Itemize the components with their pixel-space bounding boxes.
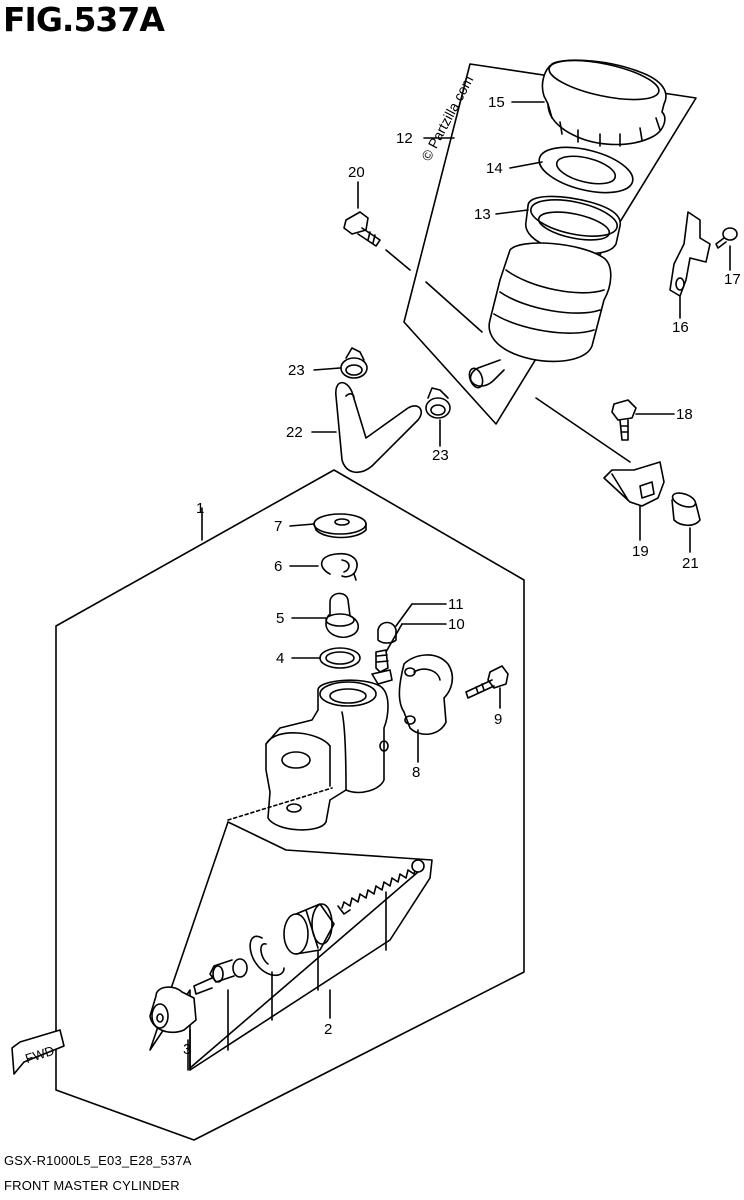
- callout-9: 9: [494, 711, 502, 728]
- callout-20: 20: [348, 164, 365, 181]
- reservoir-cap: [541, 59, 667, 147]
- callout-12: 12: [396, 130, 413, 147]
- hose-connector: [325, 592, 360, 639]
- callout-1: 1: [196, 500, 204, 517]
- callout-13: 13: [474, 206, 491, 223]
- callout-14: 14: [486, 160, 503, 177]
- callout-18: 18: [676, 406, 693, 423]
- callout-21: 21: [682, 555, 699, 572]
- figure-title: FIG.537A: [3, 0, 165, 39]
- piston-circlip: [249, 935, 285, 977]
- dust-boot: [149, 986, 197, 1034]
- callout-23-upper: 23: [288, 362, 305, 379]
- circlip-6: [320, 552, 358, 578]
- callout-7: 7: [274, 518, 282, 535]
- hose-clamp-lower: [425, 387, 451, 419]
- callout-6: 6: [274, 558, 282, 575]
- bleeder-valve: [371, 649, 393, 685]
- reservoir-bolt-20: [343, 211, 381, 247]
- callout-22: 22: [286, 424, 303, 441]
- reservoir-bracket: [669, 211, 711, 297]
- reservoir-stay-bracket: [603, 461, 665, 507]
- fwd-arrow-icon: [11, 1029, 65, 1075]
- model-code: GSX-R1000L5_E03_E28_537A: [4, 1153, 192, 1168]
- diaphragm: [525, 195, 621, 255]
- callout-4: 4: [276, 650, 284, 667]
- bleeder-cap: [377, 621, 397, 644]
- reservoir-body: [468, 242, 612, 389]
- bracket-screw: [715, 227, 738, 249]
- callout-16: 16: [672, 319, 689, 336]
- master-cylinder-group-outline: [55, 469, 525, 1141]
- hose-clamp-upper: [340, 347, 368, 379]
- callout-17: 17: [724, 271, 741, 288]
- handlebar-holder: [398, 654, 454, 735]
- diaphragm-plate: [538, 146, 634, 194]
- bracket-bolt-18: [611, 399, 637, 441]
- grommet: [671, 492, 701, 527]
- piston-cup: [283, 903, 335, 955]
- callout-10: 10: [448, 616, 465, 633]
- callout-5: 5: [276, 610, 284, 627]
- holder-bolt: [465, 665, 509, 699]
- reservoir-hose: [335, 381, 423, 473]
- pushrod: [193, 958, 248, 995]
- callout-15: 15: [488, 94, 505, 111]
- callout-11: 11: [448, 596, 464, 613]
- reservoir-cap-seal: [313, 513, 367, 539]
- master-cylinder-body: [265, 679, 389, 831]
- callout-3: 3: [183, 1041, 191, 1058]
- callout-8: 8: [412, 764, 420, 781]
- callout-19: 19: [632, 543, 649, 560]
- callout-2: 2: [324, 1021, 332, 1038]
- piston-spring: [337, 859, 425, 915]
- callout-23-lower: 23: [432, 447, 449, 464]
- figure-name: FRONT MASTER CYLINDER: [4, 1178, 180, 1193]
